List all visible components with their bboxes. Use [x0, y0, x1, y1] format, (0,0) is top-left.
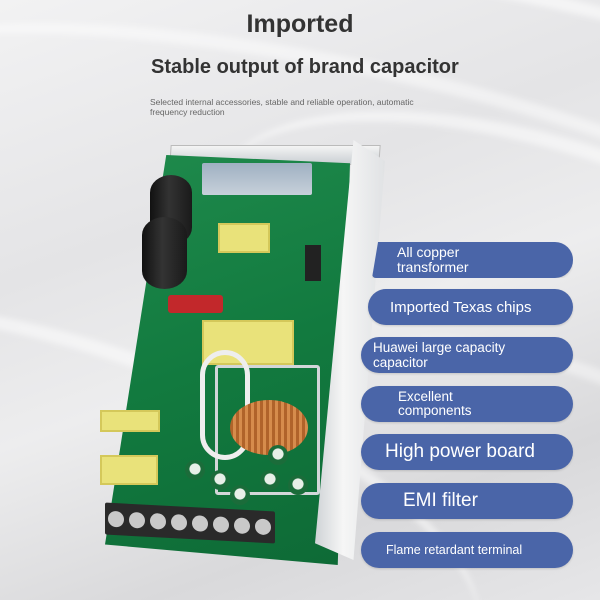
film-capacitor: [168, 295, 223, 313]
page-title: Imported: [246, 10, 354, 38]
small-capacitor: [288, 475, 308, 495]
small-capacitor: [210, 470, 230, 490]
feature-all-copper-transformer: All copper transformer: [372, 242, 573, 278]
feature-excellent-components: Excellent components: [361, 386, 573, 422]
small-capacitor: [260, 470, 280, 490]
heatsink: [202, 163, 312, 195]
electrolytic-capacitor: [142, 217, 187, 289]
small-capacitor: [185, 460, 205, 480]
small-capacitor: [268, 445, 288, 465]
feature-high-power-board: High power board: [361, 434, 573, 470]
product-image: [90, 135, 390, 575]
toroid-inductor: [230, 400, 308, 455]
emi-filter-coil: [100, 410, 160, 432]
feature-flame-retardant-terminal: Flame retardant terminal: [361, 532, 573, 568]
feature-large-capacity-capacitor: Huawei large capacity capacitor: [361, 337, 573, 373]
feature-imported-texas-chips: Imported Texas chips: [368, 289, 573, 325]
page-subtitle: Stable output of brand capacitor: [151, 56, 459, 78]
x-capacitor: [100, 455, 158, 485]
chip: [305, 245, 321, 281]
transformer: [218, 223, 270, 253]
page-description: Selected internal accessories, stable an…: [150, 97, 414, 117]
feature-emi-filter: EMI filter: [361, 483, 573, 519]
small-capacitor: [230, 485, 250, 505]
